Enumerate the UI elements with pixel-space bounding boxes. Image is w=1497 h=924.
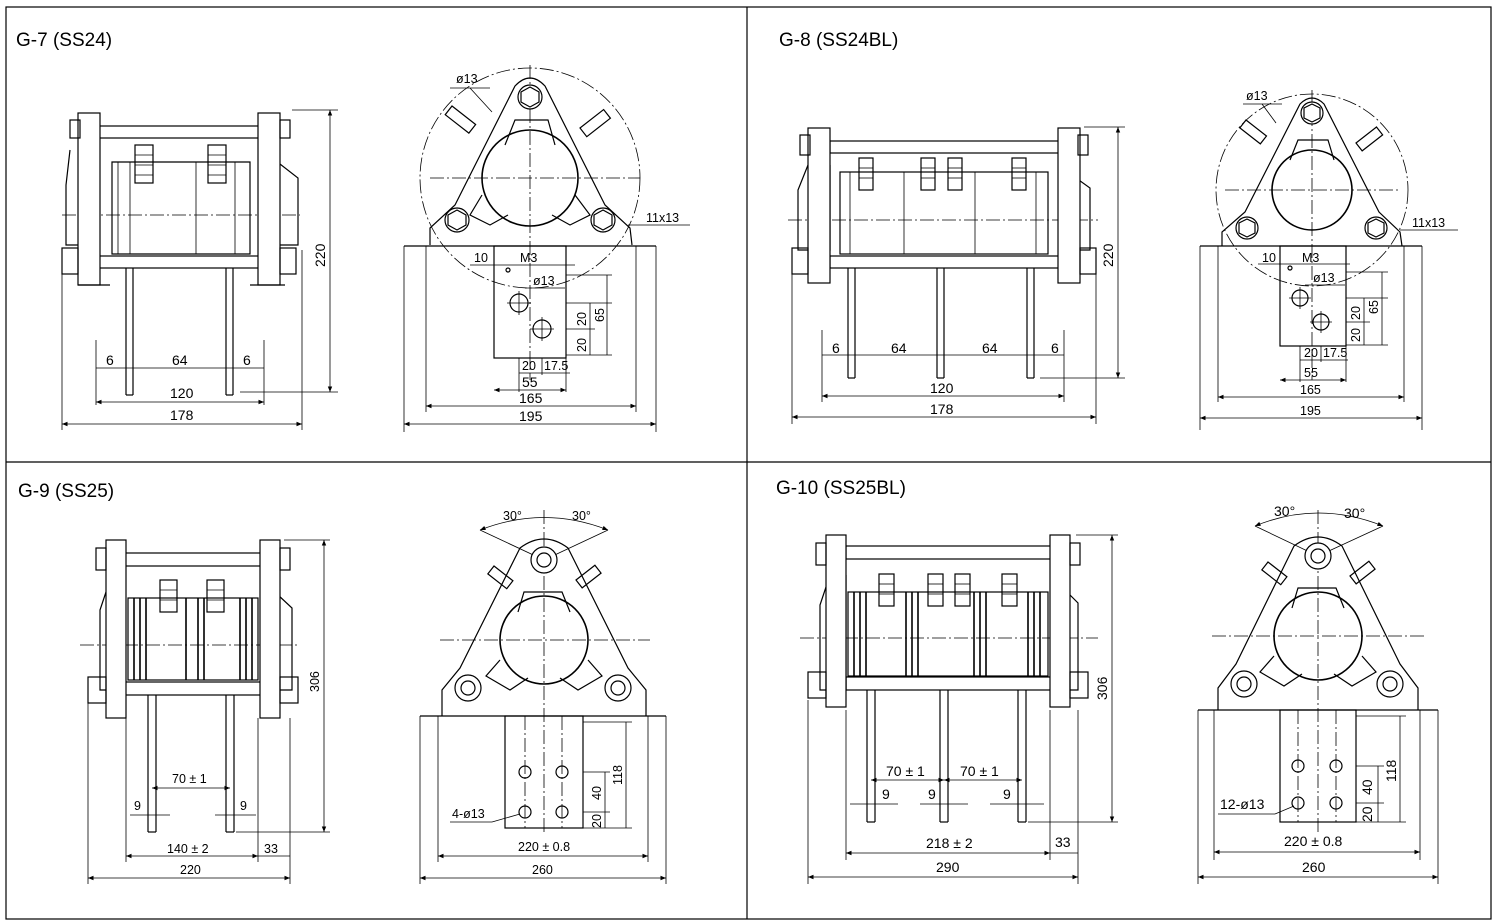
svg-text:260: 260 <box>1302 859 1326 875</box>
svg-text:6: 6 <box>832 340 840 356</box>
svg-text:55: 55 <box>522 374 538 390</box>
panel-title: G-7 (SS24) <box>16 30 112 51</box>
svg-text:220: 220 <box>312 243 328 267</box>
svg-text:195: 195 <box>1300 404 1321 418</box>
svg-text:120: 120 <box>170 385 194 401</box>
svg-text:10: 10 <box>474 251 488 265</box>
svg-text:220: 220 <box>1100 243 1116 267</box>
svg-text:306: 306 <box>1094 676 1110 700</box>
svg-text:11x13: 11x13 <box>1412 216 1445 230</box>
svg-text:64: 64 <box>891 340 907 356</box>
svg-text:20: 20 <box>575 312 589 326</box>
svg-text:220: 220 <box>180 863 201 877</box>
svg-text:178: 178 <box>170 407 194 423</box>
side-view: 6 64 6 120 178 220 <box>61 109 338 430</box>
svg-text:40: 40 <box>590 786 604 800</box>
svg-text:6: 6 <box>106 352 114 368</box>
svg-text:118: 118 <box>611 765 625 785</box>
svg-text:20: 20 <box>575 338 589 352</box>
svg-text:6: 6 <box>1051 340 1059 356</box>
sheet-frame <box>5 6 1492 920</box>
panel-g10: G-10 (SS25BL) <box>776 478 1439 884</box>
svg-text:M3: M3 <box>1302 251 1319 265</box>
svg-text:65: 65 <box>593 308 607 322</box>
svg-text:9: 9 <box>882 786 890 802</box>
panel-g8: G-8 (SS24BL) <box>779 30 1458 430</box>
svg-text:65: 65 <box>1367 300 1381 314</box>
svg-text:30°: 30° <box>503 509 522 523</box>
svg-text:20: 20 <box>522 359 536 373</box>
svg-text:20: 20 <box>590 814 604 828</box>
svg-text:ø13: ø13 <box>533 274 555 288</box>
panel-g9: G-9 (SS25) 70 ± 1 <box>18 481 667 884</box>
svg-text:220 ± 0.8: 220 ± 0.8 <box>518 840 570 854</box>
end-view: ø13 11x13 10 M3 ø13 20 20 65 <box>403 65 690 432</box>
svg-text:290: 290 <box>936 859 960 875</box>
svg-text:9: 9 <box>928 786 936 802</box>
svg-text:220 ± 0.8: 220 ± 0.8 <box>1284 833 1342 849</box>
svg-text:306: 306 <box>308 671 322 692</box>
svg-text:17.5: 17.5 <box>544 359 568 373</box>
svg-text:64: 64 <box>982 340 998 356</box>
svg-text:120: 120 <box>930 380 954 396</box>
svg-text:ø13: ø13 <box>456 72 478 86</box>
svg-text:165: 165 <box>519 390 543 406</box>
svg-text:165: 165 <box>1300 383 1321 397</box>
svg-text:20: 20 <box>1349 328 1363 342</box>
svg-text:20: 20 <box>1359 806 1375 822</box>
svg-text:30°: 30° <box>1344 505 1365 521</box>
svg-text:10: 10 <box>1262 251 1276 265</box>
end-view: ø13 11x13 10 M3 ø13 20 20 65 <box>1199 89 1458 430</box>
svg-text:218 ± 2: 218 ± 2 <box>926 835 973 851</box>
svg-text:M3: M3 <box>520 251 537 265</box>
svg-text:20: 20 <box>1304 346 1318 360</box>
panel-g7: G-7 (SS24) <box>16 30 690 432</box>
svg-text:33: 33 <box>264 842 278 856</box>
svg-text:70 ± 1: 70 ± 1 <box>172 772 207 786</box>
svg-text:64: 64 <box>172 352 188 368</box>
svg-text:33: 33 <box>1055 834 1071 850</box>
end-view: 30° 30° 12-ø13 <box>1197 503 1439 884</box>
svg-text:20: 20 <box>1349 306 1363 320</box>
end-view: 30° 30° 4-ø13 <box>419 509 667 884</box>
svg-text:118: 118 <box>1383 759 1399 782</box>
side-view: 6 64 64 6 120 178 220 <box>788 126 1125 424</box>
svg-text:6: 6 <box>243 352 251 368</box>
panel-title: G-10 (SS25BL) <box>776 478 906 499</box>
svg-text:178: 178 <box>930 401 954 417</box>
svg-text:40: 40 <box>1359 779 1375 795</box>
svg-text:9: 9 <box>1003 786 1011 802</box>
svg-text:30°: 30° <box>572 509 591 523</box>
svg-text:70 ± 1: 70 ± 1 <box>886 763 925 779</box>
svg-text:12-ø13: 12-ø13 <box>1220 796 1265 812</box>
svg-text:9: 9 <box>240 799 247 813</box>
side-view: 70 ± 1 70 ± 1 9 9 9 218 ± 2 33 290 306 <box>800 534 1118 884</box>
svg-text:30°: 30° <box>1274 503 1295 519</box>
svg-text:260: 260 <box>532 863 553 877</box>
svg-text:11x13: 11x13 <box>646 211 679 225</box>
svg-text:9: 9 <box>134 799 141 813</box>
panel-title: G-8 (SS24BL) <box>779 30 898 51</box>
svg-text:70 ± 1: 70 ± 1 <box>960 763 999 779</box>
svg-text:ø13: ø13 <box>1313 271 1335 285</box>
svg-text:55: 55 <box>1304 366 1318 380</box>
svg-text:140 ± 2: 140 ± 2 <box>167 842 209 856</box>
svg-text:195: 195 <box>519 408 543 424</box>
svg-text:ø13: ø13 <box>1246 89 1268 103</box>
side-view: 70 ± 1 9 9 140 ± 2 33 220 306 <box>80 539 330 884</box>
svg-text:4-ø13: 4-ø13 <box>452 807 485 821</box>
svg-text:17.5: 17.5 <box>1323 346 1347 360</box>
panel-title: G-9 (SS25) <box>18 481 114 502</box>
